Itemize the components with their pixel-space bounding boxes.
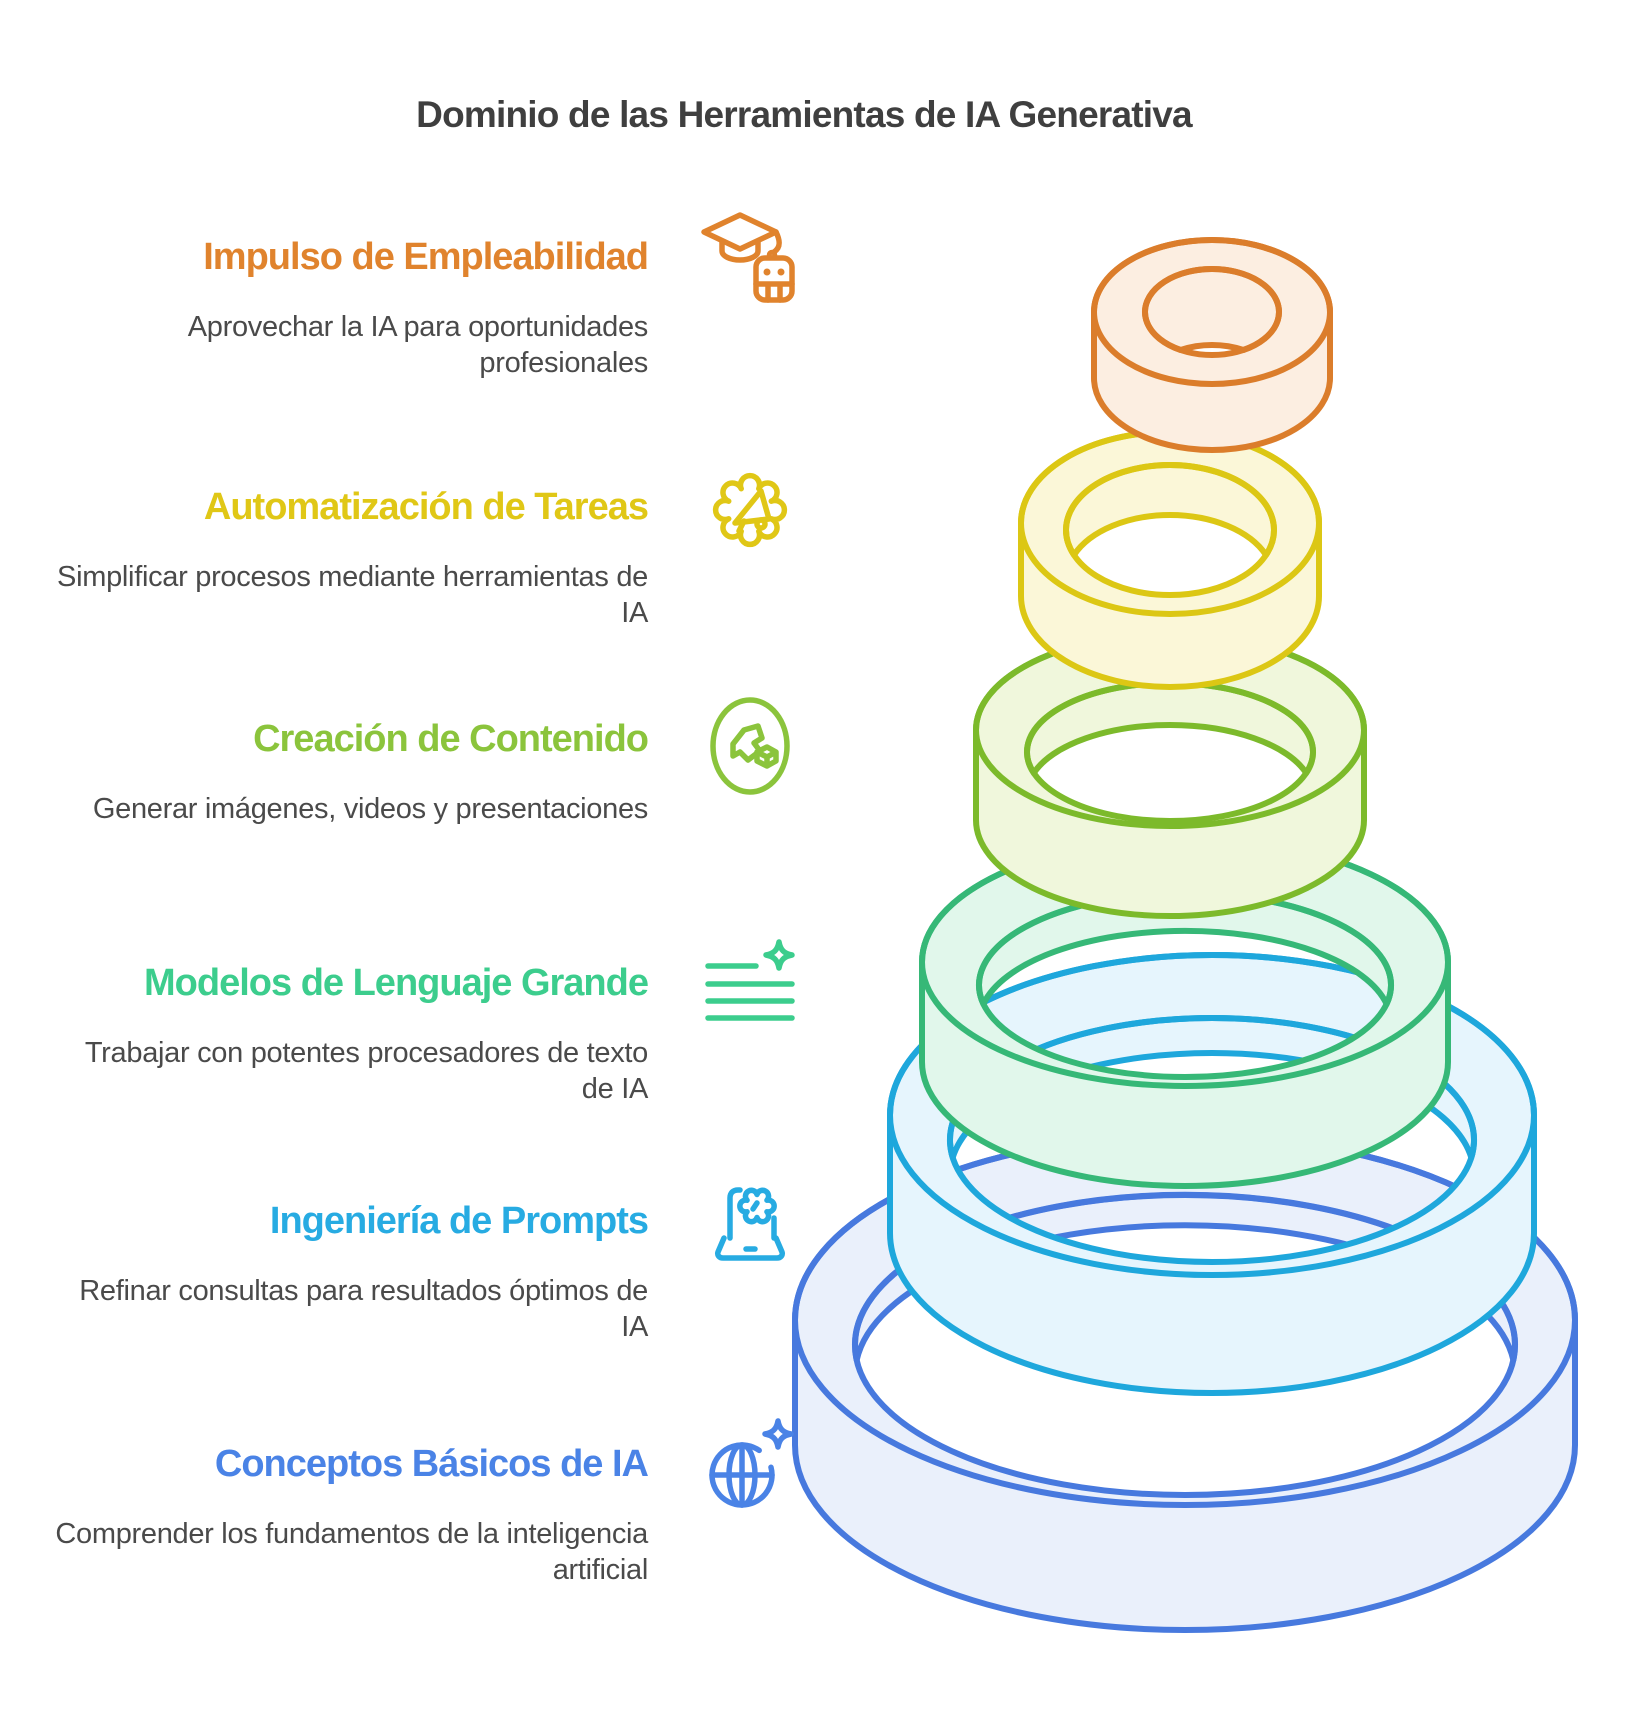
level-conceptos-basicos: Conceptos Básicos de IA Comprender los f… xyxy=(48,1418,794,1589)
level-description: Comprender los fundamentos de la intelig… xyxy=(55,1517,648,1586)
level-description: Refinar consultas para resultados óptimo… xyxy=(79,1274,648,1343)
globe-sparkle-icon xyxy=(700,1417,800,1517)
level-ingenieria-prompts: Ingeniería de Prompts Refinar consultas … xyxy=(48,1187,785,1346)
level-description: Simplificar procesos mediante herramient… xyxy=(57,560,648,629)
graduation-cap-robot-icon xyxy=(700,210,800,310)
level-description: Generar imágenes, videos y presentacione… xyxy=(92,792,648,825)
level-description: Trabajar con potentes procesadores de te… xyxy=(84,1036,648,1105)
level-heading: Creación de Contenido xyxy=(253,718,649,760)
level-automatizacion-tareas: Automatización de Tareas Simplificar pro… xyxy=(48,472,788,632)
content-shapes-icon xyxy=(700,692,800,795)
level-heading: Impulso de Empleabilidad xyxy=(203,236,649,278)
page-title: Dominio de las Herramientas de IA Genera… xyxy=(416,94,1192,135)
level-heading: Automatización de Tareas xyxy=(203,486,649,528)
level-modelos-lenguaje: Modelos de Lenguaje Grande Trabajar con … xyxy=(48,939,795,1108)
level-heading: Ingeniería de Prompts xyxy=(269,1200,649,1242)
gear-megaphone-icon xyxy=(700,460,800,560)
text-lines-sparkle-icon xyxy=(700,936,800,1036)
ring-automatizacion-tareas xyxy=(1018,429,1322,690)
level-creacion-contenido: Creación de Contenido Generar imágenes, … xyxy=(48,697,790,828)
level-heading: Modelos de Lenguaje Grande xyxy=(144,962,649,1004)
level-description: Aprovechar la IA para oportunidades prof… xyxy=(187,310,649,379)
laptop-gear-icon xyxy=(700,1174,800,1274)
level-impulso-empleabilidad: Impulso de Empleabilidad Aprovechar la I… xyxy=(48,212,795,382)
level-heading: Conceptos Básicos de IA xyxy=(214,1443,649,1485)
ring-impulso-empleabilidad xyxy=(1091,237,1333,453)
